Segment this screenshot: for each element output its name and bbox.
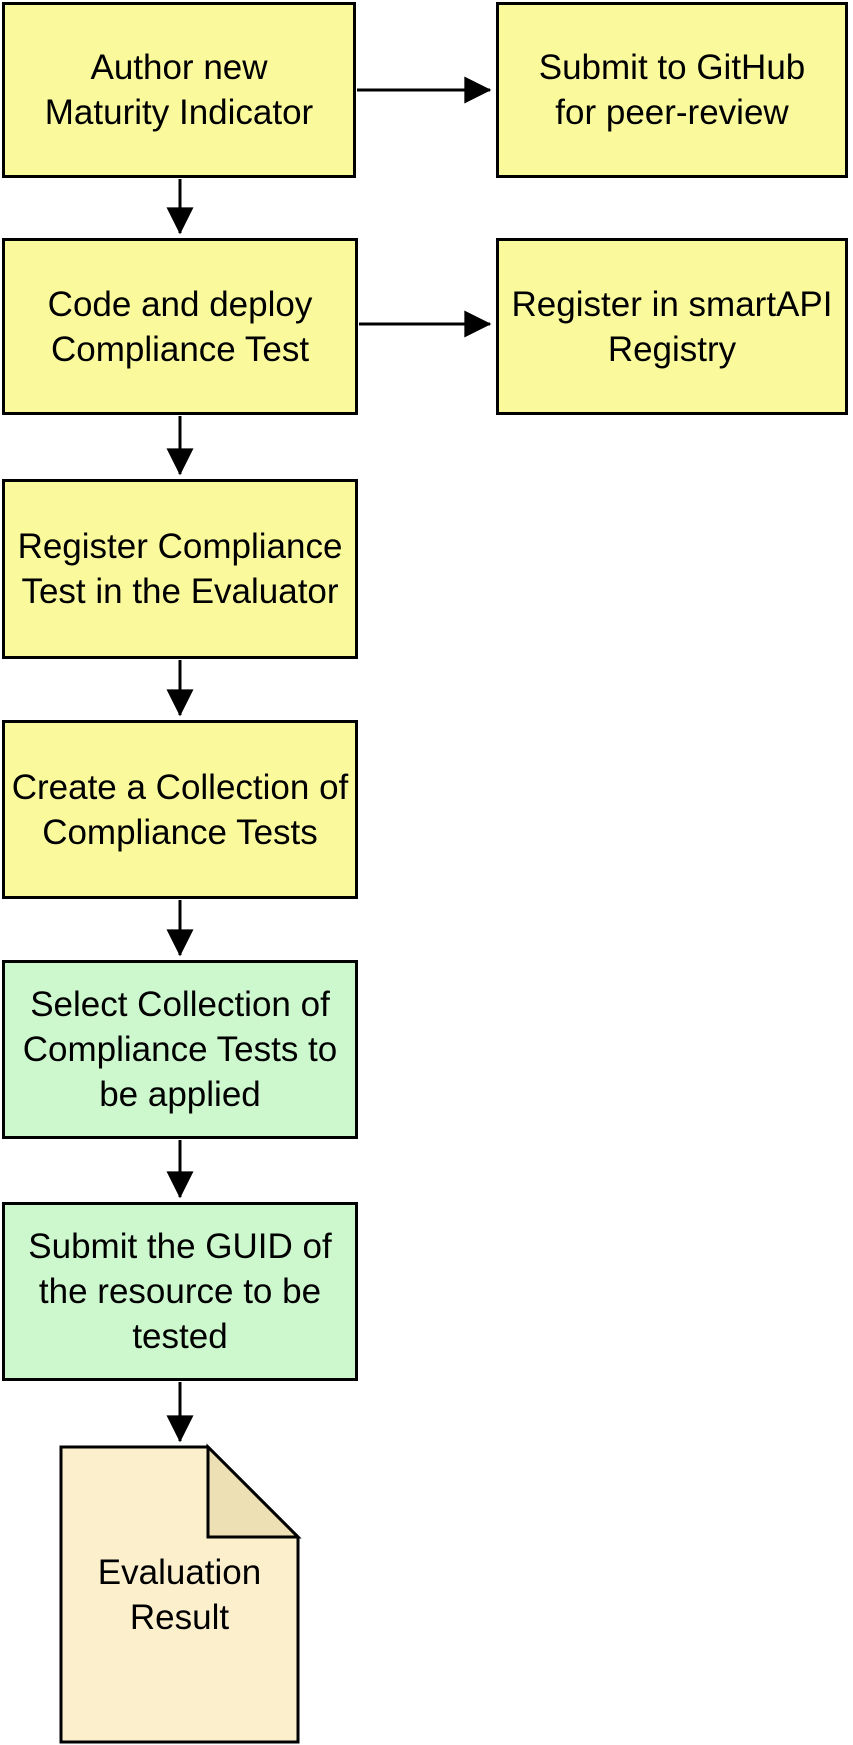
node-label: Register Compliance Test in the Evaluato… <box>17 527 343 611</box>
node-select-collection: Select Collection of Compliance Tests to… <box>2 960 358 1139</box>
node-create-collection: Create a Collection of Compliance Tests <box>2 720 358 899</box>
node-register-smartapi: Register in smartAPI Registry <box>496 238 848 415</box>
node-label: Evaluation Result <box>97 1552 262 1637</box>
node-label: Code and deploy Compliance Test <box>47 284 313 369</box>
node-label: Create a Collection of Compliance Tests <box>11 767 349 852</box>
node-author-maturity-indicator: Author new Maturity Indicator <box>2 2 356 178</box>
node-register-evaluator: Register Compliance Test in the Evaluato… <box>2 479 358 659</box>
node-submit-guid: Submit the GUID of the resource to be te… <box>2 1202 358 1381</box>
node-submit-github: Submit to GitHub for peer-review <box>496 2 848 178</box>
document-fold-corner <box>206 1443 302 1539</box>
node-code-deploy-test: Code and deploy Compliance Test <box>2 238 358 415</box>
node-label: Register in smartAPI Registry <box>511 284 833 369</box>
node-label: Author new Maturity Indicator <box>44 48 314 132</box>
node-label: Submit the GUID of the resource to be te… <box>28 1227 332 1356</box>
node-label: Submit to GitHub for peer-review <box>538 48 806 132</box>
node-label: Select Collection of Compliance Tests to… <box>22 985 338 1114</box>
node-evaluation-result: Evaluation Result <box>61 1447 298 1742</box>
